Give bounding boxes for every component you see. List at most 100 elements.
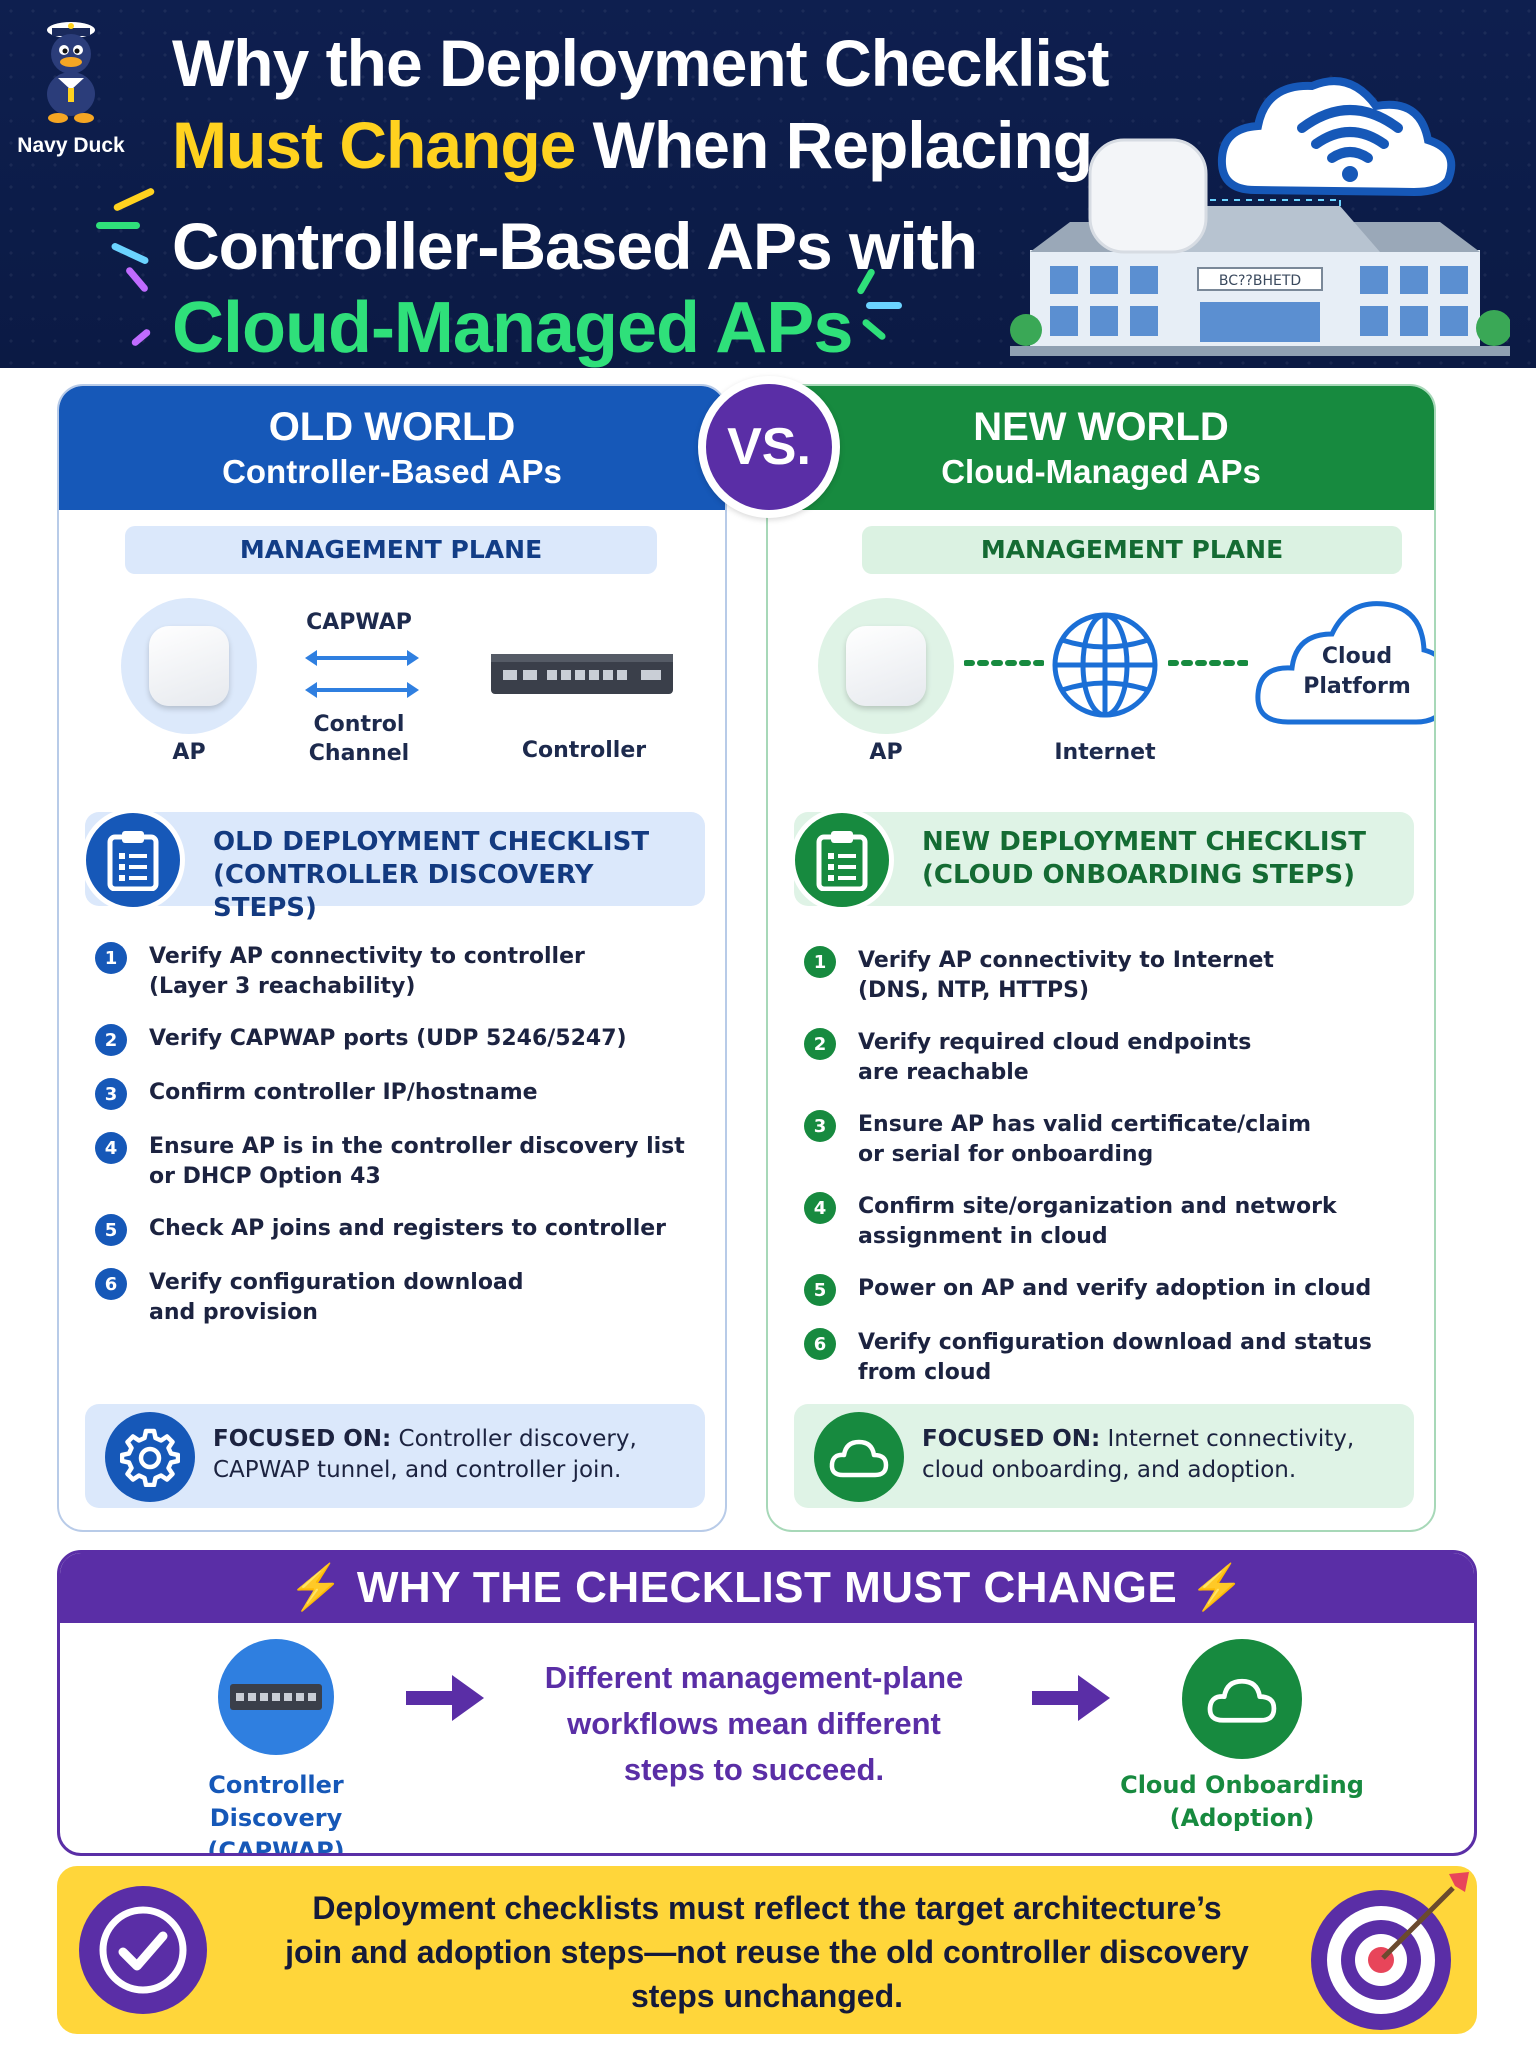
arrow-right-icon [1032,1675,1110,1721]
why-message: Different management-plane workflows mea… [544,1660,964,1787]
why-header: ⚡ WHY THE CHECKLIST MUST CHANGE ⚡ [60,1553,1474,1623]
new-world-panel: NEW WORLD Cloud-Managed APs MANAGEMENT P… [766,384,1436,1532]
old-world-subheading: Controller-Based APs [222,453,562,490]
old-checklist-title-line-2: (CONTROLLER DISCOVERY STEPS) [213,860,594,923]
conclusion-banner: Deployment checklists must reflect the t… [57,1866,1477,2034]
controller-switch-icon [491,654,673,694]
old-focus-label: FOCUSED ON: [213,1426,392,1452]
step-text: Check AP joins and registers to controll… [149,1216,667,1241]
old-ap-circle [121,598,257,734]
step-number-badge: 6 [95,1268,127,1300]
duck-mascot-icon [47,22,95,123]
new-checklist-title-line-1: NEW DEPLOYMENT CHECKLIST [922,827,1367,857]
new-ap-label: AP [869,740,903,765]
why-title: WHY THE CHECKLIST MUST CHANGE [356,1563,1178,1612]
vs-badge: VS. [698,376,840,518]
why-right-label: Cloud Onboarding (Adoption) [1120,1771,1364,1832]
old-checklist-header: OLD DEPLOYMENT CHECKLIST (CONTROLLER DIS… [81,808,705,923]
clipboard-icon [816,831,868,891]
old-world-panel: OLD WORLD Controller-Based APs MANAGEMEN… [57,384,727,1532]
access-point-icon [149,626,229,706]
controller-label: Controller [521,738,647,763]
list-item: 1 Verify AP connectivity to controller (L… [85,942,705,1002]
sparkle-decoration [866,302,902,309]
step-number-badge: 5 [95,1214,127,1246]
old-focus-description: Controller discovery, CAPWAP tunnel, and… [213,1426,637,1483]
switch-icon [230,1684,322,1710]
globe-icon [1052,612,1158,718]
step-text: Confirm site/organization and network as… [858,1194,1337,1249]
old-focus-text: FOCUSED ON: Controller discovery, CAPWAP… [213,1424,693,1486]
old-world-header: OLD WORLD Controller-Based APs [59,386,725,510]
list-item: 5 Check AP joins and registers to control… [85,1214,705,1246]
target-icon [1311,1872,1469,2030]
conclusion-text: Deployment checklists must reflect the t… [285,1890,1249,2014]
sparkle-left-icon: ⚡ [288,1563,357,1612]
list-item: 2 Verify required cloud endpoints are rea… [794,1028,1414,1088]
cloud-icon-container [814,1412,904,1502]
new-focus-label: FOCUSED ON: [922,1426,1101,1452]
step-number-badge: 2 [804,1028,836,1060]
old-world-heading: OLD WORLD [268,405,516,449]
step-number-badge: 1 [95,942,127,974]
new-focus-text: FOCUSED ON: Internet connectivity, cloud… [922,1424,1402,1486]
new-checklist-header: NEW DEPLOYMENT CHECKLIST (CLOUD ONBOARDI… [790,808,1414,912]
brand-name: Navy Duck [17,134,125,157]
cloud-platform-label: Cloud Platform [1303,644,1411,699]
new-focus-box: FOCUSED ON: Internet connectivity, cloud… [794,1404,1414,1508]
step-number-badge: 6 [804,1328,836,1360]
new-checklist-title: NEW DEPLOYMENT CHECKLIST (CLOUD ONBOARDI… [922,826,1366,892]
dotted-link [964,660,1044,666]
old-management-plane-label: MANAGEMENT PLANE [125,526,657,574]
controller-discovery-icon [218,1639,334,1755]
clipboard-icon [107,831,159,891]
step-text: Verify required cloud endpoints are reac… [858,1030,1252,1085]
new-world-header: NEW WORLD Cloud-Managed APs [768,386,1434,510]
old-checklist-title-line-1: OLD DEPLOYMENT CHECKLIST [213,827,650,857]
dotted-link [1168,660,1248,666]
bidirectional-arrows-icon [305,650,419,698]
checkmark-icon [99,1906,187,1994]
step-text: Verify AP connectivity to Internet (DNS,… [858,948,1274,1003]
old-ap-label: AP [172,740,206,765]
internet-label: Internet [1054,740,1156,765]
arrow-right-icon [406,1675,484,1721]
clipboard-icon-container [790,808,894,912]
gear-icon [120,1428,180,1487]
page-title: Why the Deployment Checklist Must Change… [172,22,1110,368]
title-line-2-rest: When Replacing [575,108,1093,182]
title-highlight: Must Change [172,108,576,182]
step-text: Verify AP connectivity to controller (La… [149,944,585,999]
sparkle-right-icon: ⚡ [1177,1563,1246,1612]
step-text: Confirm controller IP/hostname [149,1080,538,1105]
header-banner: Navy Duck Why the Deployment Checklist M… [0,0,1536,368]
cloud-platform-icon [1255,601,1434,725]
checkmark-icon-container [79,1886,207,2014]
cloud-icon [829,1439,889,1478]
step-text: Ensure AP has valid certificate/claim or… [858,1112,1312,1167]
step-text: Verify configuration download and status… [858,1330,1372,1385]
step-number-badge: 3 [95,1078,127,1110]
why-left-label: Controller Discovery (CAPWAP) [207,1771,345,1856]
title-line-4: Cloud-Managed APs [172,288,853,368]
new-ap-circle [818,598,954,734]
new-checklist-title-line-2: (CLOUD ONBOARDING STEPS) [922,860,1355,890]
step-text: Ensure AP is in the controller discovery… [149,1134,685,1189]
title-line-3: Controller-Based APs with [172,209,978,283]
title-line-2: Must Change When Replacing [172,104,1109,205]
new-world-subheading: Cloud-Managed APs [941,453,1261,490]
sparkle-decoration [96,222,140,229]
old-focus-box: FOCUSED ON: Controller discovery, CAPWAP… [85,1404,705,1508]
access-point-icon [846,626,926,706]
new-management-plane-label: MANAGEMENT PLANE [862,526,1402,574]
step-text: Power on AP and verify adoption in cloud [858,1276,1372,1301]
step-text: Verify CAPWAP ports (UDP 5246/5247) [149,1026,627,1051]
why-section: ⚡ WHY THE CHECKLIST MUST CHANGE ⚡ Contro… [57,1550,1477,1856]
capwap-label: CAPWAP [306,610,412,635]
list-item: 6 Verify configuration download and statu… [794,1328,1414,1388]
